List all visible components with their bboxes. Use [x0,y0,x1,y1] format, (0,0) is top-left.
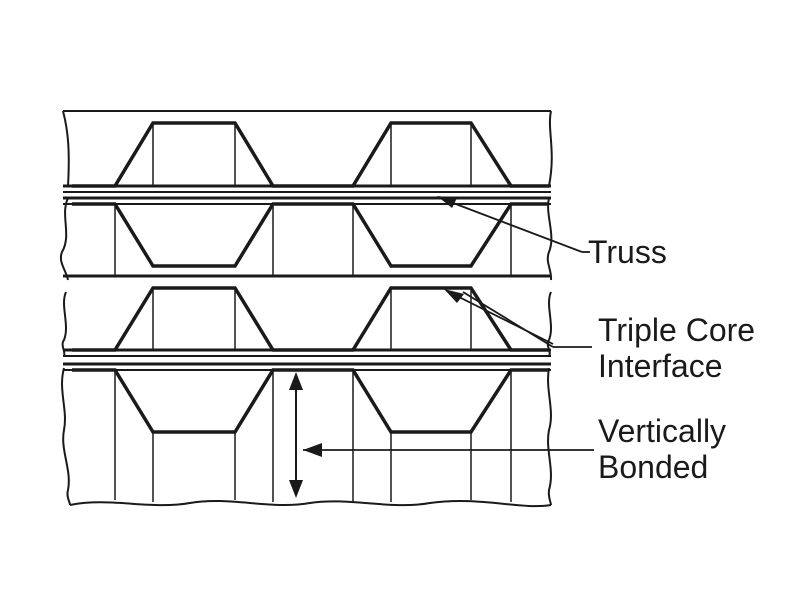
vertically-bonded-label-line1: Vertically [598,413,727,449]
truss-layer-3 [72,286,549,352]
panel-left-wavy-edge [59,110,71,506]
leader-line-truss [439,197,583,253]
interface-lines [63,184,551,371]
triple-core-label-line1: Triple Core [598,312,756,348]
truss-layer-3-verticals [152,288,472,350]
truss-layer-4-verticals [114,370,512,502]
panel-bottom-ragged-edge [69,500,552,508]
arrowhead-interface [444,289,464,303]
arrowhead-vertically-bonded [303,443,322,457]
triple-core-label-line2: Interface [598,348,723,384]
arrowhead-truss [437,196,457,208]
panel-right-wavy-edge [546,110,553,506]
truss-layer-4 [72,368,549,434]
truss-layer-2-verticals [114,204,512,276]
triple-core-interface-label: Triple Core Interface [598,312,755,384]
vertically-bonded-label: Vertically Bonded [598,413,726,485]
arrowhead-dimension-bottom [289,480,303,498]
truss-label-text: Truss [588,234,667,270]
truss-layer-2 [72,202,549,268]
truss-layer-1-verticals [152,123,472,186]
truss-label: Truss [588,234,667,270]
vertically-bonded-label-line2: Bonded [598,449,709,485]
arrowhead-dimension-top [289,372,303,390]
leader-line-interface-lower [462,291,554,348]
leader-lines [303,197,594,451]
truss-layer-1 [72,121,549,188]
